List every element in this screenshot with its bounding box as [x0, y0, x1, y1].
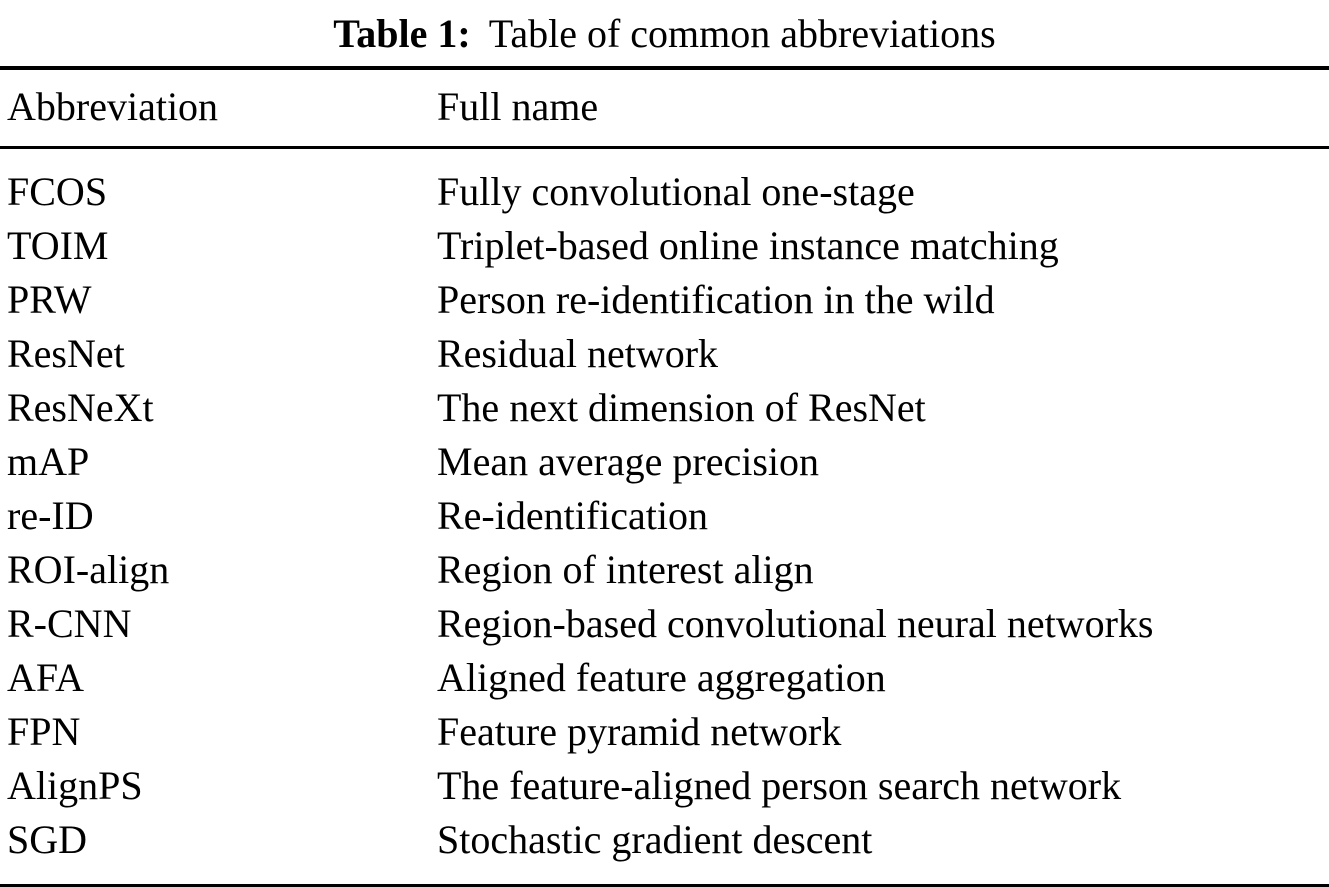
table-row: AlignPS The feature-aligned person searc…	[0, 759, 1329, 813]
cell-abbreviation: TOIM	[7, 223, 109, 268]
table-row: FPN Feature pyramid network	[0, 705, 1329, 759]
table-bottom-spacer	[0, 867, 1329, 884]
table-header-rule	[0, 146, 1329, 149]
table-caption-text: Table of common abbreviations	[488, 10, 996, 56]
column-header-full-name: Full name	[437, 84, 599, 129]
cell-abbreviation: AlignPS	[7, 763, 143, 808]
cell-abbreviation: ResNet	[7, 331, 125, 376]
cell-full-name: Stochastic gradient descent	[437, 817, 873, 862]
column-header-abbreviation: Abbreviation	[7, 84, 219, 129]
table-row: TOIM Triplet-based online instance match…	[0, 219, 1329, 273]
table-row: ROI-align Region of interest align	[0, 543, 1329, 597]
cell-abbreviation: FCOS	[7, 169, 108, 214]
cell-abbreviation: SGD	[7, 817, 88, 862]
table-top-rule	[0, 66, 1329, 70]
table-row: AFA Aligned feature aggregation	[0, 651, 1329, 705]
cell-full-name: Person re-identification in the wild	[437, 277, 995, 322]
table-row: FCOS Fully convolutional one-stage	[0, 165, 1329, 219]
table-caption: Table 1: Table of common abbreviations	[0, 0, 1329, 66]
table-row: R-CNN Region-based convolutional neural …	[0, 597, 1329, 651]
cell-full-name: Fully convolutional one-stage	[437, 169, 915, 214]
cell-abbreviation: ResNeXt	[7, 385, 154, 430]
cell-full-name: Aligned feature aggregation	[437, 655, 886, 700]
cell-abbreviation: re-ID	[7, 493, 94, 538]
table-row: ResNet Residual network	[0, 327, 1329, 381]
cell-full-name: Mean average precision	[437, 439, 820, 484]
cell-abbreviation: FPN	[7, 709, 81, 754]
table-row: re-ID Re-identification	[0, 489, 1329, 543]
cell-full-name: Region of interest align	[437, 547, 814, 592]
cell-abbreviation: AFA	[7, 655, 85, 700]
cell-abbreviation: mAP	[7, 439, 90, 484]
cell-abbreviation: ROI-align	[7, 547, 170, 592]
table-bottom-rule	[0, 884, 1329, 887]
cell-full-name: Region-based convolutional neural networ…	[437, 601, 1154, 646]
table-header-row: Abbreviation Full name	[0, 70, 1329, 146]
cell-full-name: Triplet-based online instance matching	[437, 223, 1059, 268]
cell-full-name: The next dimension of ResNet	[437, 385, 926, 430]
table-row: ResNeXt The next dimension of ResNet	[0, 381, 1329, 435]
cell-full-name: Residual network	[437, 331, 719, 376]
cell-full-name: Feature pyramid network	[437, 709, 842, 754]
table-caption-label: Table 1:	[333, 10, 471, 56]
cell-abbreviation: R-CNN	[7, 601, 132, 646]
table-body: FCOS Fully convolutional one-stage TOIM …	[0, 149, 1329, 867]
table-row: mAP Mean average precision	[0, 435, 1329, 489]
cell-full-name: Re-identification	[437, 493, 709, 538]
table-row: PRW Person re-identification in the wild	[0, 273, 1329, 327]
table-row: SGD Stochastic gradient descent	[0, 813, 1329, 867]
cell-abbreviation: PRW	[7, 277, 92, 322]
cell-full-name: The feature-aligned person search networ…	[437, 763, 1122, 808]
